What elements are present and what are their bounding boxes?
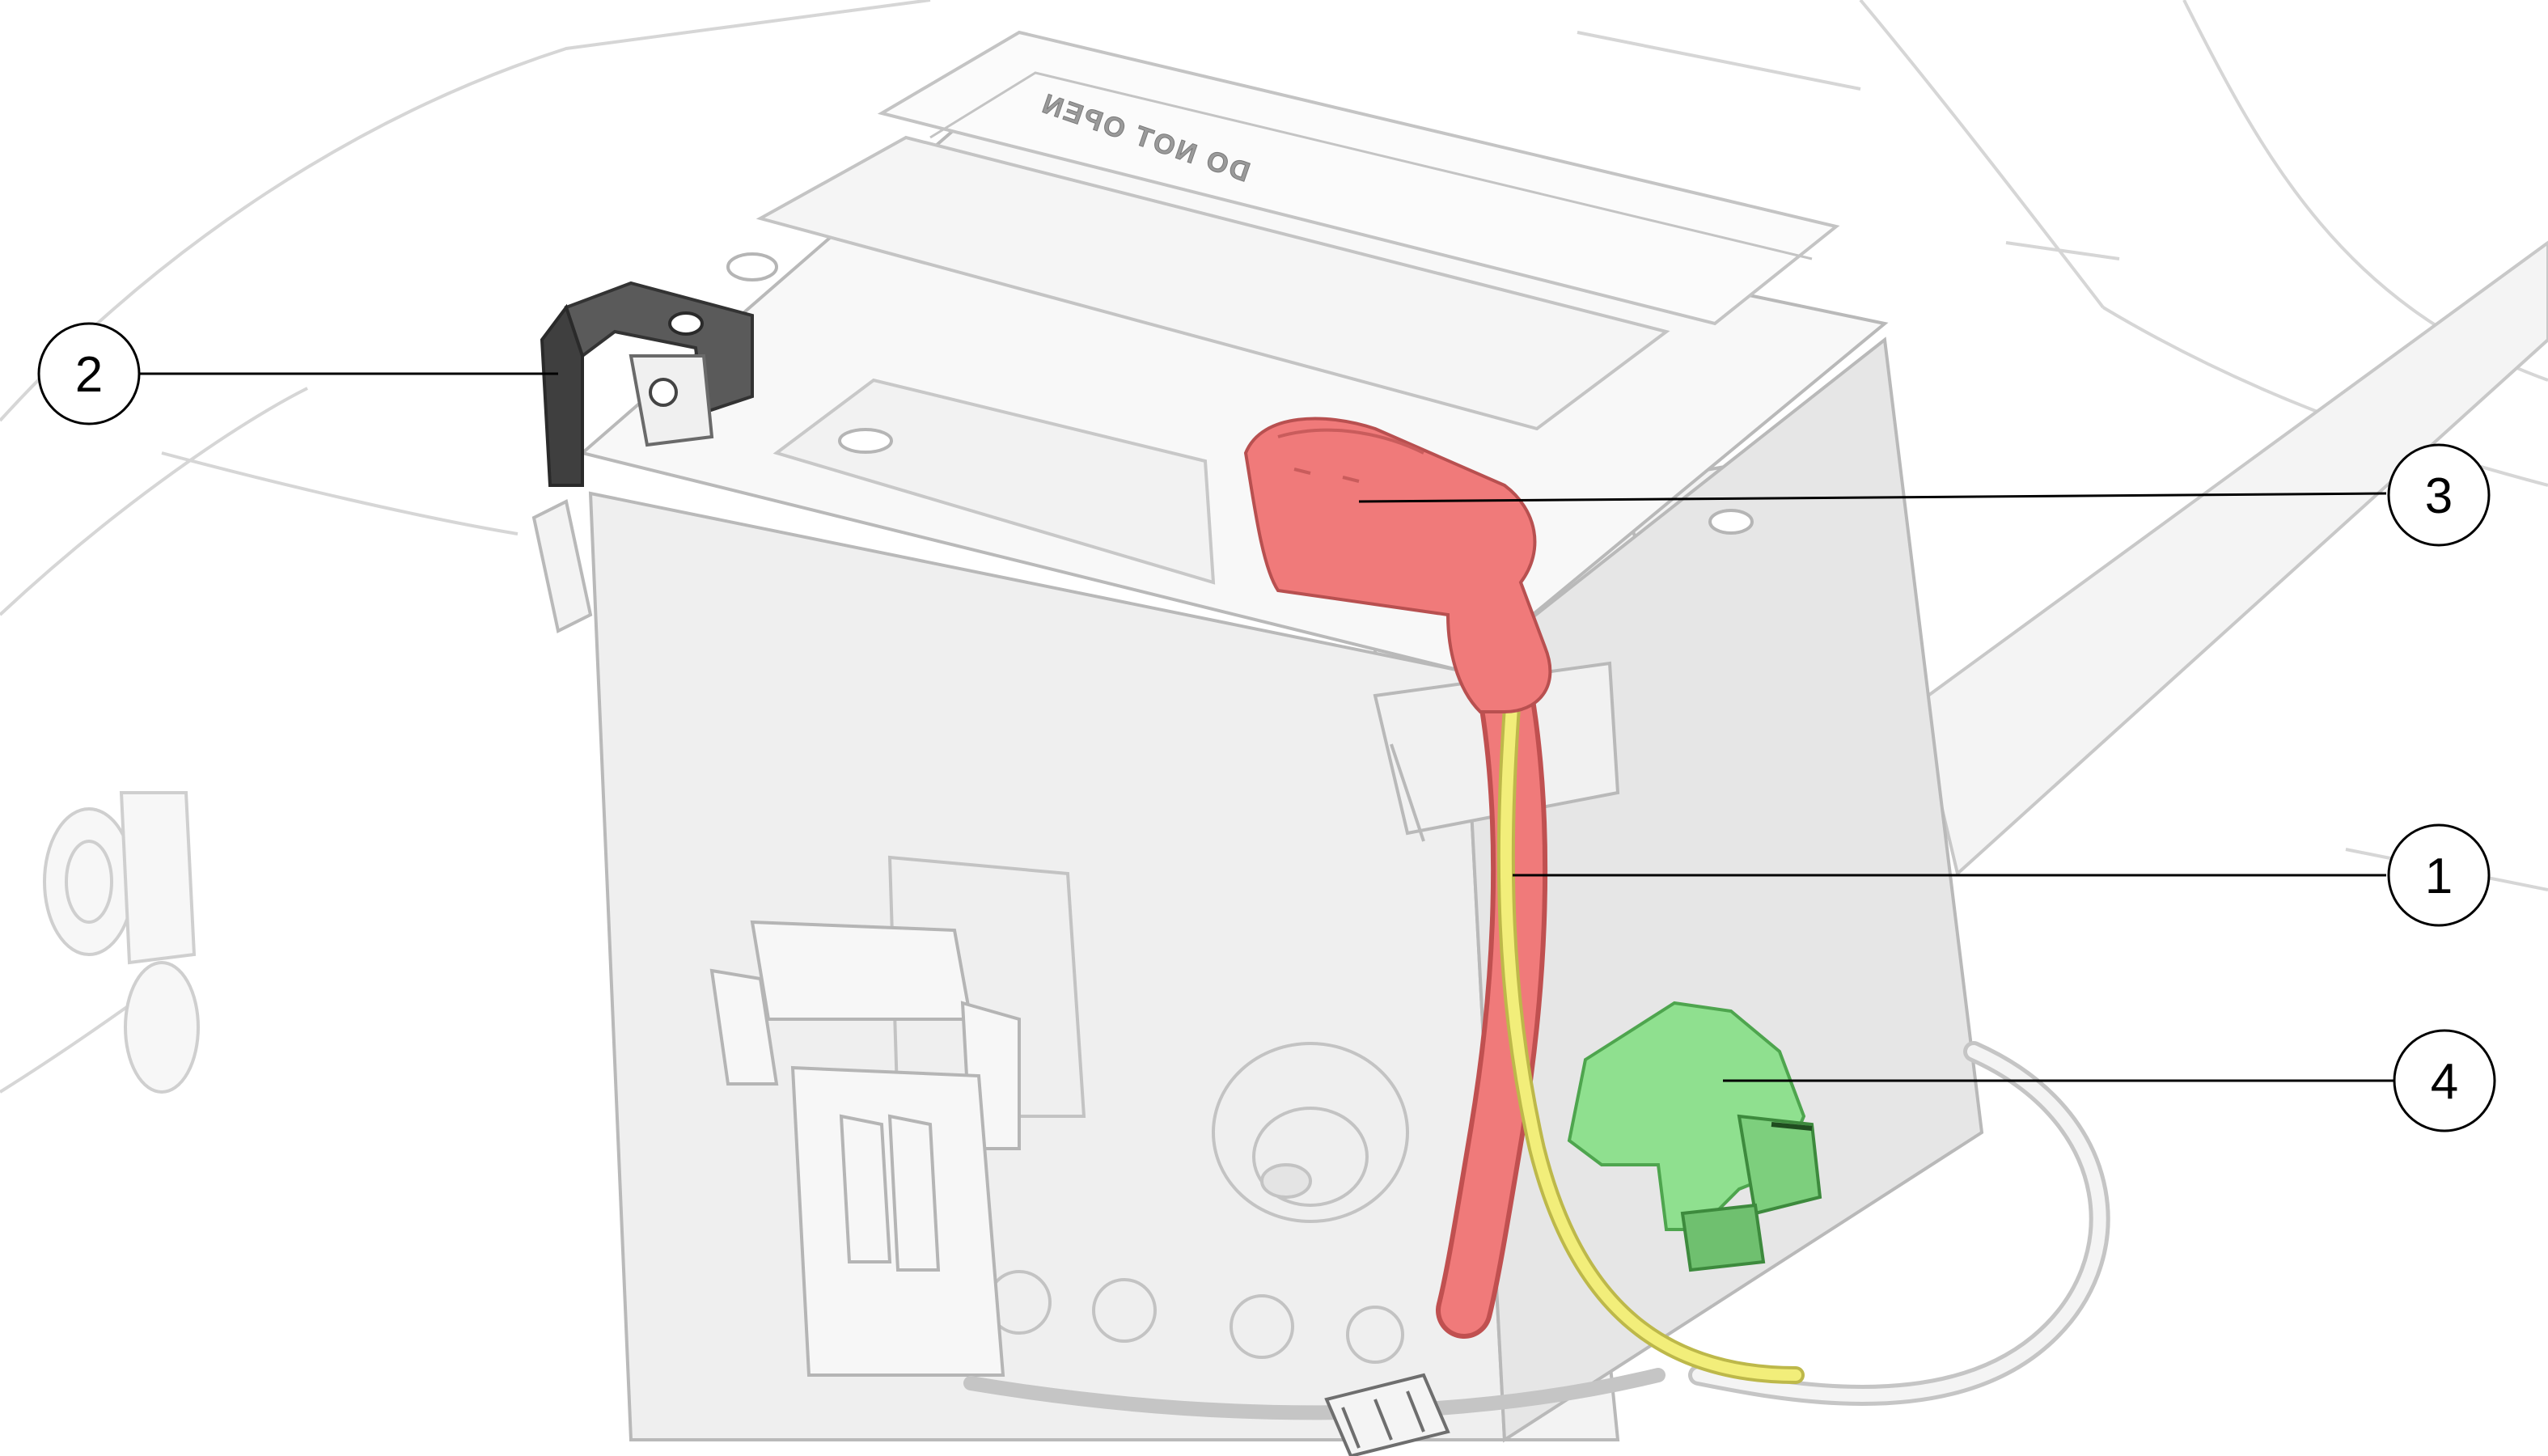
relay-module	[709, 920, 1021, 1377]
harness-loop-inner	[1692, 1045, 2106, 1402]
bottom-plug	[1324, 1373, 1450, 1456]
callout-1-label: 1	[2425, 849, 2453, 904]
leader-line-3	[1358, 492, 2387, 503]
yellow-wire	[1496, 687, 1805, 1384]
side-switch-housing	[43, 791, 200, 1094]
negative-terminal-bracket	[540, 281, 754, 487]
callout-4: 4	[2393, 1029, 2496, 1132]
battery: DO NOT OPEN	[578, 30, 1984, 1443]
callout-1: 1	[2387, 823, 2491, 927]
frame-tube	[1915, 240, 2548, 877]
callout-2: 2	[37, 322, 141, 425]
callout-3-label: 3	[2425, 468, 2453, 524]
green-connector	[1567, 1001, 1822, 1272]
positive-terminal-cap	[1243, 417, 1552, 713]
positive-cable	[1436, 659, 1548, 1339]
callout-2-label: 2	[75, 347, 103, 403]
callout-4-label: 4	[2431, 1054, 2458, 1110]
callout-leaders	[139, 372, 2394, 1082]
callout-3: 3	[2387, 443, 2491, 547]
